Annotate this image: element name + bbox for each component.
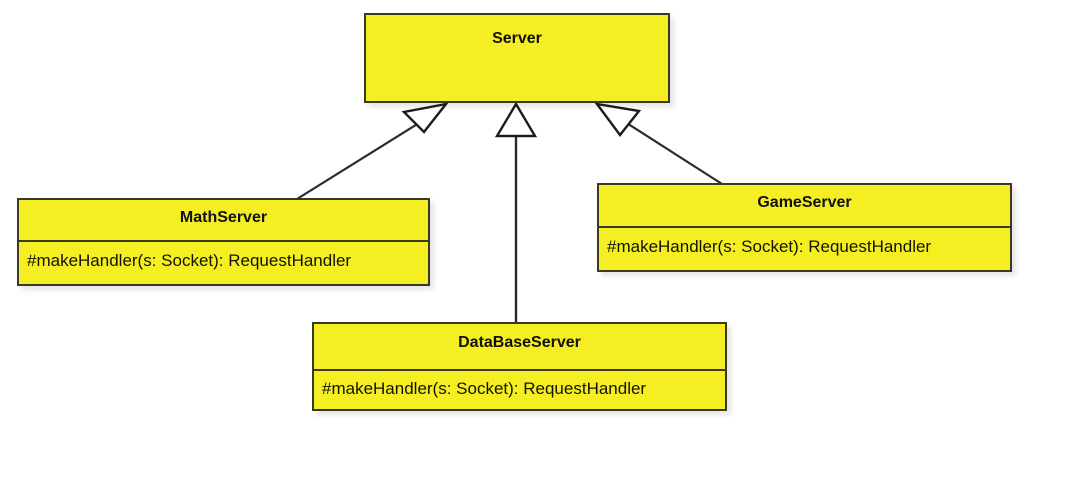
uml-class-mathserver[interactable]: MathServer #makeHandler(s: Socket): Requ… [17, 198, 430, 286]
hollow-triangle-arrowhead-math [401, 102, 449, 134]
uml-class-server[interactable]: Server [364, 13, 670, 103]
operations-compartment-gameserver: #makeHandler(s: Socket): RequestHandler [599, 226, 1010, 282]
class-name-gameserver: GameServer [757, 194, 852, 211]
uml-class-databaseserver[interactable]: DataBaseServer #makeHandler(s: Socket): … [312, 322, 727, 411]
class-name-mathserver: MathServer [179, 209, 268, 226]
operations-compartment-databaseserver: #makeHandler(s: Socket): RequestHandler [314, 369, 725, 422]
generalization-gameserver-to-server [594, 102, 723, 185]
hollow-triangle-arrowhead-db [494, 101, 538, 138]
class-name-databaseserver: DataBaseServer [458, 334, 581, 351]
uml-class-gameserver[interactable]: GameServer #makeHandler(s: Socket): Requ… [597, 183, 1012, 272]
connector-line-game [621, 119, 723, 185]
connector-line-math [296, 117, 428, 200]
operations-compartment-mathserver: #makeHandler(s: Socket): RequestHandler [19, 240, 428, 296]
generalization-databaseserver-to-server [494, 101, 538, 322]
generalization-mathserver-to-server [296, 102, 449, 200]
operation-makehandler-databaseserver: #makeHandler(s: Socket): RequestHandler [322, 379, 647, 398]
class-name-server: Server [492, 30, 542, 47]
operation-makehandler-mathserver: #makeHandler(s: Socket): RequestHandler [27, 251, 352, 270]
operation-makehandler-gameserver: #makeHandler(s: Socket): RequestHandler [607, 237, 932, 256]
hollow-triangle-arrowhead-game [594, 102, 642, 137]
